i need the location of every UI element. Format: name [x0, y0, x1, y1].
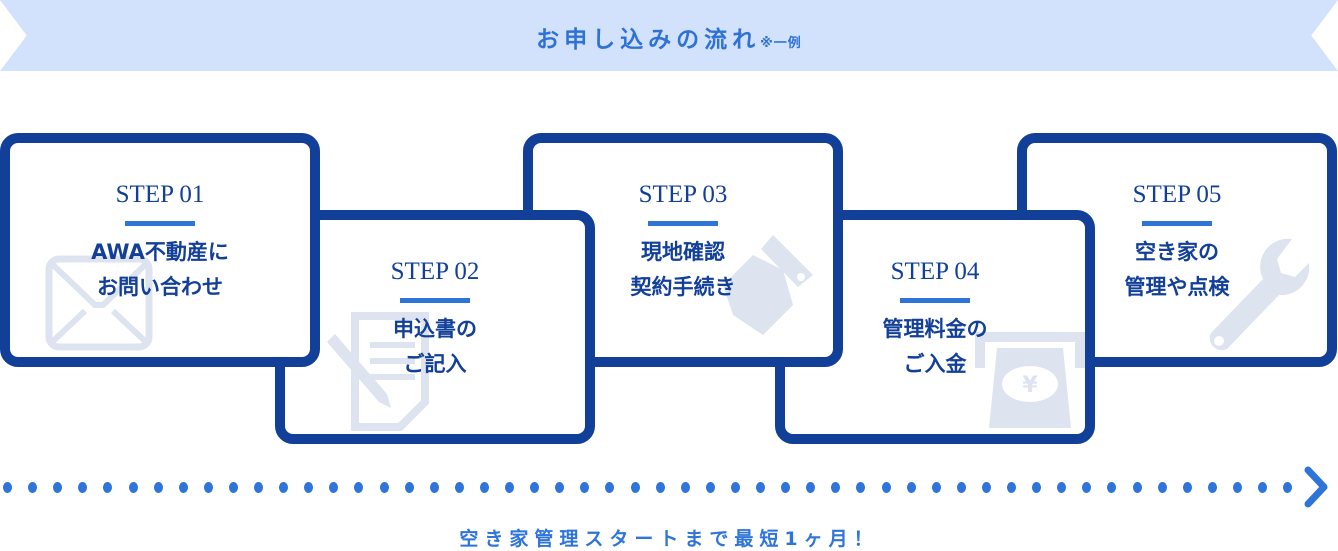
step-underline	[1142, 221, 1212, 226]
desc-line: お問い合わせ	[97, 275, 223, 299]
dot	[605, 482, 615, 493]
desc-line: 管理料金の	[882, 317, 988, 341]
handshake-icon	[723, 235, 813, 335]
desc-line: 契約手続き	[630, 275, 736, 299]
step-description: 空き家の管理や点検	[1027, 235, 1327, 305]
dot	[53, 482, 63, 493]
dot	[1007, 482, 1016, 493]
dot	[354, 482, 364, 493]
payment-icon: ¥	[975, 332, 1085, 428]
dot	[78, 482, 88, 493]
dot	[530, 482, 540, 493]
dot	[580, 482, 590, 493]
wrench-icon	[1209, 238, 1310, 351]
step-label: STEP 03	[638, 181, 728, 208]
dot	[956, 482, 966, 493]
dot	[153, 482, 163, 493]
dot	[228, 482, 238, 493]
step-label: STEP 01	[115, 181, 205, 208]
step-description: AWA不動産にお問い合わせ	[10, 235, 310, 305]
dot	[1082, 482, 1092, 493]
desc-line: 現地確認	[641, 240, 725, 264]
dot	[881, 482, 891, 493]
title-text: お申し込みの流れ	[536, 27, 761, 53]
dot	[1107, 482, 1117, 493]
dot	[103, 482, 113, 493]
desc-line: 管理や点検	[1124, 275, 1230, 299]
dot	[705, 482, 715, 493]
desc-line: ご入金	[903, 352, 967, 376]
desc-line: ご記入	[403, 352, 467, 376]
dot	[1157, 482, 1167, 493]
step-description: 現地確認契約手続き	[533, 235, 833, 305]
dot	[3, 482, 12, 493]
step-label: STEP 04	[890, 258, 980, 285]
dot	[1232, 482, 1242, 493]
page-title: お申し込みの流れ※一例	[0, 20, 1338, 54]
dot	[806, 482, 816, 493]
dot	[429, 482, 439, 493]
title-note: ※一例	[760, 36, 802, 51]
dot	[1182, 482, 1192, 493]
dot	[28, 482, 38, 493]
dot	[404, 482, 414, 493]
dot	[203, 482, 213, 493]
step-underline	[125, 221, 195, 226]
step-label: STEP 05	[1132, 181, 1222, 208]
dot	[1057, 482, 1067, 493]
dot	[831, 482, 841, 493]
step-underline	[900, 298, 970, 303]
step-card-2: STEP 02 申込書のご記入	[275, 210, 595, 444]
chevron-right-icon	[1304, 466, 1328, 508]
dot	[630, 482, 640, 493]
dot	[1132, 482, 1142, 493]
dot	[254, 482, 263, 493]
desc-line: 申込書の	[393, 317, 477, 341]
dot	[680, 482, 690, 493]
step-underline	[648, 221, 718, 226]
dot	[781, 482, 791, 493]
dot	[1032, 482, 1042, 493]
dot	[329, 482, 339, 493]
step-description: 管理料金のご入金	[785, 312, 1085, 382]
step-description: 申込書のご記入	[285, 312, 585, 382]
svg-text:¥: ¥	[1022, 373, 1038, 398]
dot	[655, 482, 665, 493]
dot	[555, 482, 565, 493]
desc-line: 空き家の	[1135, 240, 1219, 264]
dot	[1258, 482, 1267, 493]
envelope-icon	[45, 255, 153, 351]
dot	[906, 482, 916, 493]
dot	[856, 482, 866, 493]
dot	[379, 482, 389, 493]
step-underline	[400, 298, 470, 303]
dot	[505, 482, 514, 493]
dot	[454, 482, 464, 493]
dot	[128, 482, 138, 493]
dot	[178, 482, 188, 493]
dot	[304, 482, 314, 493]
document-pencil-icon	[327, 312, 429, 431]
step-card-1: STEP 01 AWA不動産にお問い合わせ	[0, 133, 320, 367]
dot	[931, 482, 941, 493]
dot	[730, 482, 740, 493]
header-banner	[0, 0, 1338, 71]
footer-message: 空き家管理スタートまで最短1ヶ月！	[459, 528, 879, 550]
dot	[1283, 482, 1293, 493]
desc-line: AWA不動産に	[91, 240, 229, 264]
dot	[279, 482, 289, 493]
dot	[1207, 482, 1217, 493]
dot	[479, 482, 489, 493]
dot	[981, 482, 991, 493]
step-label: STEP 02	[390, 258, 480, 285]
dot	[756, 482, 765, 493]
